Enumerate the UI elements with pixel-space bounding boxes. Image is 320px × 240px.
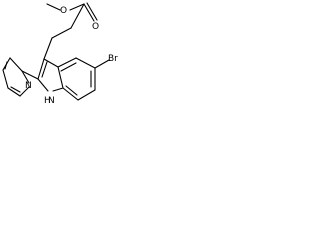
bond-benzene-2 [75,57,96,69]
bond-pyridine-double-2 [10,86,21,93]
bond-benzene-br [94,59,110,69]
bond-chain-3 [43,37,53,60]
bond-pyridine-double-1 [4,61,8,70]
bond-benzene-5 [62,87,79,101]
bond-indole-c3-c2-double [37,58,45,80]
bond-benzene-5-inner [65,85,78,96]
bond-indole-n1-c7a [52,87,64,92]
bond-indole-c2-n1 [37,78,49,92]
bond-carbonyl-double-1 [83,3,95,22]
bond-methyl-o [46,3,61,11]
atom-h-indole: H [44,96,51,106]
atom-n-pyridine: N [25,81,32,91]
bond-pyridine-1 [9,57,23,72]
bond-chain-1 [70,3,85,29]
bond-pyridine-4 [7,87,21,97]
bond-c2-pyridine [21,70,39,80]
bond-indole-c3-c3a [43,58,59,68]
bond-carbonyl-double-2 [86,2,98,21]
bond-benzene-1-inner [60,62,77,72]
bond-chain-2 [51,27,72,39]
bond-indole-c3-c2-double-inner [41,61,48,78]
atom-o-ester: O [60,6,67,16]
atom-o-carbonyl: O [92,22,99,32]
molecule-canvas: O O Br N H N [0,0,152,117]
bond-benzene-1 [57,57,77,68]
bond-benzene-4 [77,89,96,101]
bond-pyridine-3 [2,69,9,89]
atom-n-indole: N [48,96,55,106]
bond-pyridine-5 [19,86,30,97]
bond-pyridine-6 [21,70,30,84]
atom-br: Br [108,54,118,64]
bond-o-carbonyl-carbon [69,3,85,11]
chemical-structure-diagram: O O Br N H N [2,2,118,106]
bond-indole-c7a-c3a [57,66,64,89]
